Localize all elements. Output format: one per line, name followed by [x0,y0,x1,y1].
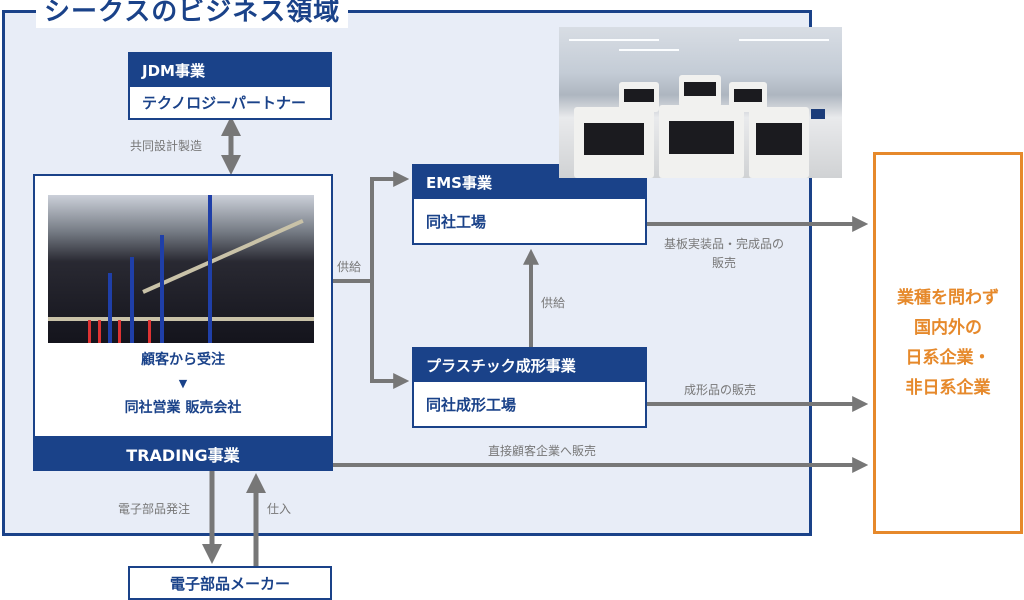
page-title: シークスのビジネス領域 [36,0,349,28]
sales-companies: 同社営業 販売会社 [124,400,242,416]
joint-design-label: 共同設計製造 [130,139,203,153]
ems-body: 同社工場 [426,212,487,231]
supply-to-ems-arrow [370,171,410,281]
jdm-business-box: JDM事業 テクノロジーパートナー [128,52,332,120]
supply-to-plastic-arrow [370,281,410,389]
direct-sales-label: 直接顧客企業へ販売 [488,444,597,458]
plastic-header: プラスチック成形事業 [414,349,645,382]
customer-line: 日系企業・ [905,348,991,368]
plastic-molding-box: プラスチック成形事業 同社成形工場 [412,347,647,428]
trading-description: 顧客から受注 ▼ 同社営業 販売会社 [35,348,331,420]
warehouse-photo [48,195,314,343]
ems-sales-label-line2: 販売 [711,256,736,270]
ems-sales-label-line1: 基板実装品・完成品の [663,237,784,251]
ems-sales-label: 基板実装品・完成品の 販売 [659,235,789,273]
plastic-body: 同社成形工場 [426,395,517,414]
supply-label-left: 供給 [337,260,362,274]
supply-label-mid: 供給 [541,296,566,310]
ems-business-box: EMS事業 同社工場 [412,164,647,245]
parts-order-label: 電子部品発注 [118,502,191,516]
trading-business-box: 顧客から受注 ▼ 同社営業 販売会社 TRADING事業 [33,174,333,471]
molded-sales-label: 成形品の販売 [684,383,757,397]
order-from-customer: 顧客から受注 [141,352,225,368]
customer-line: 業種を問わず [897,288,999,308]
parts-maker-box: 電子部品メーカー [128,566,332,600]
jdm-body: テクノロジーパートナー [142,94,306,112]
purchase-label: 仕入 [267,502,292,516]
parts-maker-label: 電子部品メーカー [169,574,290,593]
down-triangle-icon: ▼ [178,377,188,390]
customer-description: 業種を問わず 国内外の 日系企業・ 非日系企業 [897,283,999,403]
smt-factory-photo [559,27,842,178]
customer-line: 国内外の [914,318,982,338]
customer-line: 非日系企業 [905,378,991,398]
jdm-header: JDM事業 [130,54,330,87]
customer-box: 業種を問わず 国内外の 日系企業・ 非日系企業 [873,152,1023,534]
trading-footer: TRADING事業 [33,436,333,471]
